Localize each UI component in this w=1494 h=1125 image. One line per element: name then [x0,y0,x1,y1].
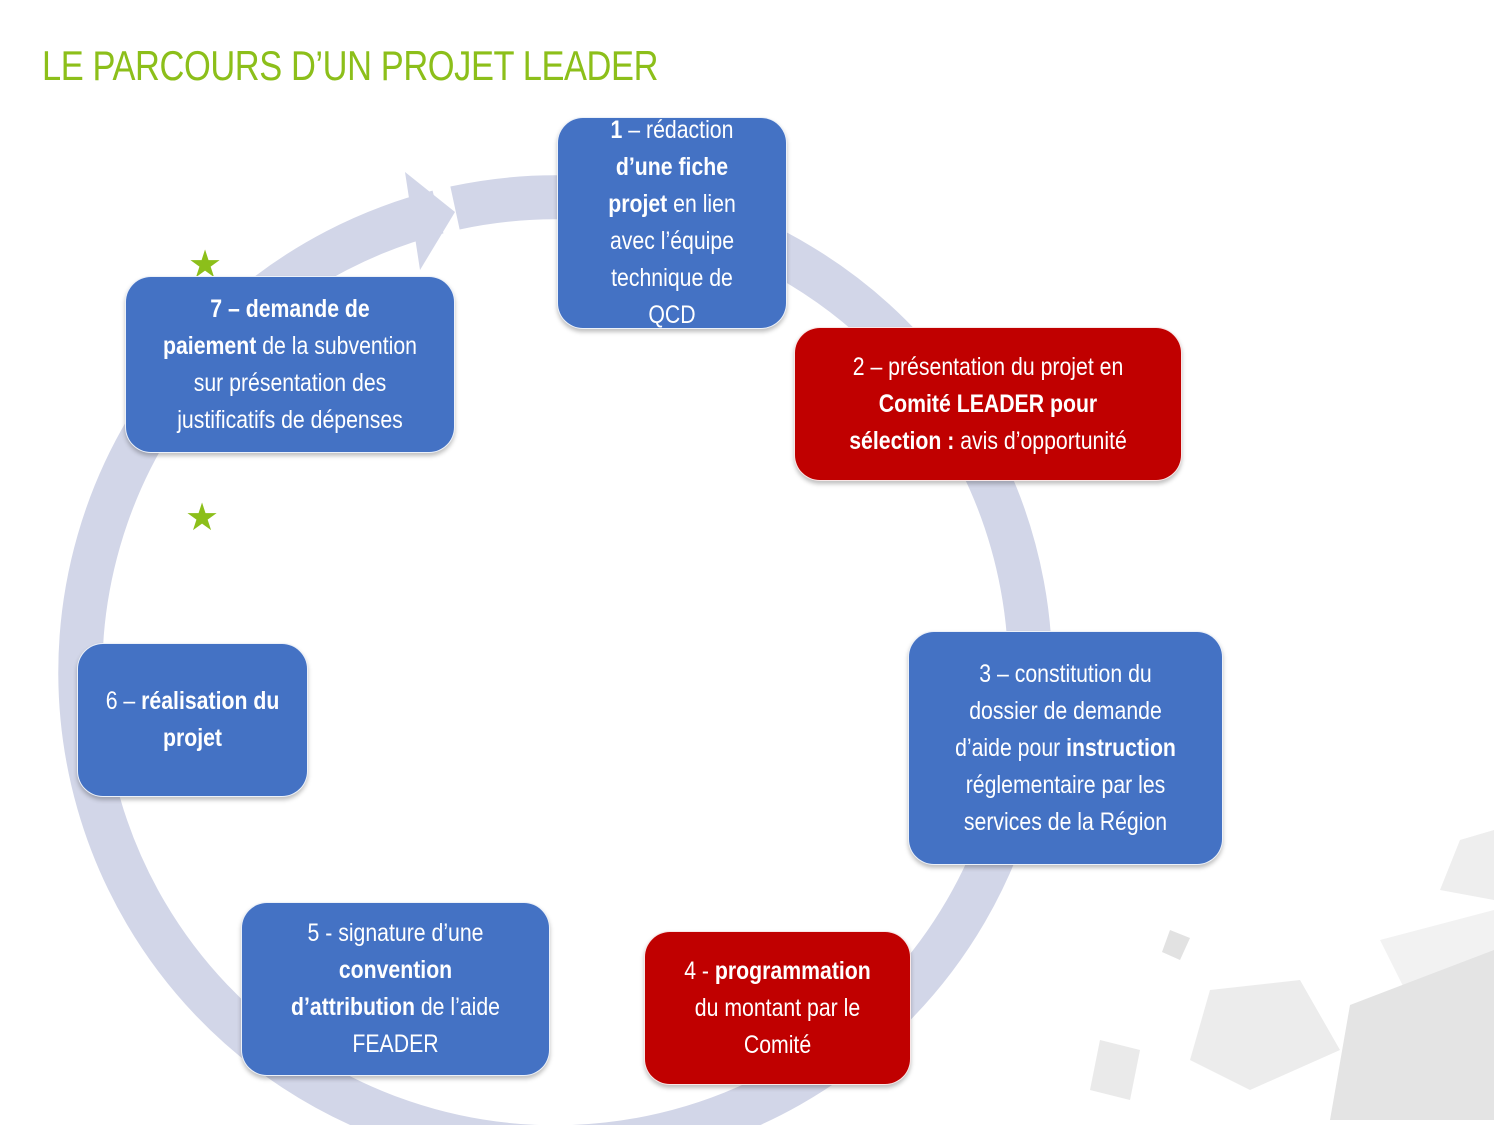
step-3-text: 3 – constitution du dossier de demande d… [943,656,1189,841]
step-1-segment: en lien avec l’équipe technique de QCD [609,190,736,329]
step-1-segment: d’une fiche projet [608,153,729,218]
step-5-box: 5 - signature d’une convention d’attribu… [241,902,550,1076]
step-5-text: 5 - signature d’une convention d’attribu… [275,915,516,1063]
decorative-stars-watermark [1090,830,1494,1120]
step-6-segment: réalisation du projet [141,687,280,752]
step-5-segment: de l’aide FEADER [352,993,500,1058]
step-7-box: 7 – demande de paiement de la subvention… [125,276,455,453]
step-3-segment: 3 – constitution du dossier de demande d… [955,659,1162,762]
step-1-text: 1 – rédaction d’une fiche projet en lien… [585,112,758,334]
step-6-box: 6 – réalisation du projet [77,643,308,797]
step-3-box: 3 – constitution du dossier de demande d… [908,631,1223,865]
page-title: LE PARCOURS D’UN PROJET LEADER [42,42,659,89]
step-4-segment: du montant par le Comité [694,993,861,1059]
step-2-segment: 2 – présentation du projet en [852,352,1124,381]
step-3-segment: instruction [1066,733,1176,762]
step-7-segment: de la subvention sur présentation des ju… [177,331,417,434]
step-5-segment: convention d’attribution [290,956,453,1021]
step-2-text: 2 – présentation du projet en Comité LEA… [834,349,1142,460]
step-5-segment: 5 - signature d’une [307,919,484,947]
step-2-box: 2 – présentation du projet en Comité LEA… [794,327,1182,481]
step-1-segment: – rédaction [622,116,734,144]
step-2-segment: avis d’opportunité [954,426,1127,455]
step-7-text: 7 – demande de paiement de la subvention… [161,291,419,439]
step-6-text: 6 – réalisation du projet [105,683,280,757]
star-icon: ★ [185,497,220,539]
step-1-box: 1 – rédaction d’une fiche projet en lien… [557,116,787,329]
step-4-text: 4 - programmation du montant par le Comi… [675,953,880,1064]
step-6-segment: 6 – [105,687,142,715]
step-1-segment: 1 [610,116,623,144]
step-7-segment: 7 – demande de paiement [163,294,370,360]
step-4-segment: 4 - [684,956,715,985]
step-4-box: 4 - programmation du montant par le Comi… [644,931,911,1085]
step-4-segment: programmation [714,956,871,985]
step-3-segment: réglementaire par les services de la Rég… [963,770,1168,836]
step-2-segment: Comité LEADER pour sélection : [849,389,1098,455]
